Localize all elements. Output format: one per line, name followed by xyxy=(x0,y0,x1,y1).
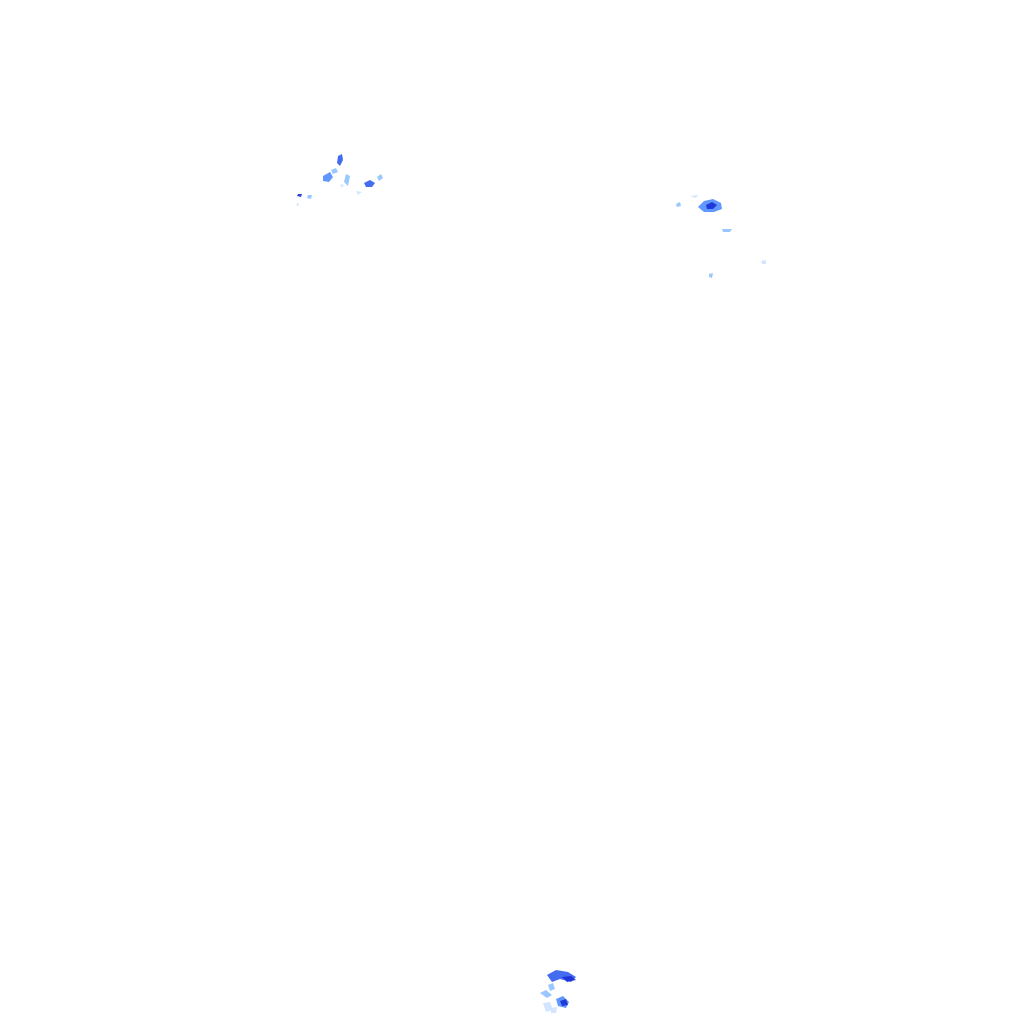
echo-cell xyxy=(560,999,568,1006)
echo-cell xyxy=(761,260,766,264)
echo-cell xyxy=(706,202,717,209)
echo-cell xyxy=(344,174,350,186)
echo-cell xyxy=(364,180,375,187)
echo-cell xyxy=(709,273,713,278)
echo-cell xyxy=(323,172,333,182)
echo-cell xyxy=(722,229,732,232)
echo-cell xyxy=(540,990,552,998)
echo-cell xyxy=(296,203,299,207)
echo-cell xyxy=(307,195,312,199)
echo-cell xyxy=(548,983,555,991)
precipitation-cluster-northwest xyxy=(296,154,383,207)
echo-cell xyxy=(331,168,338,174)
echo-cell xyxy=(562,976,576,982)
echo-cell xyxy=(356,191,362,195)
precipitation-cluster-northeast xyxy=(676,195,766,278)
echo-cell xyxy=(690,195,698,198)
echo-cell xyxy=(297,194,302,197)
echo-cell xyxy=(676,202,681,207)
echo-cell xyxy=(337,154,343,166)
echo-cell xyxy=(340,184,344,188)
echo-cell xyxy=(543,1002,553,1012)
precipitation-cluster-south xyxy=(540,970,576,1013)
echo-cell xyxy=(551,1007,557,1013)
echo-cell xyxy=(377,174,383,181)
